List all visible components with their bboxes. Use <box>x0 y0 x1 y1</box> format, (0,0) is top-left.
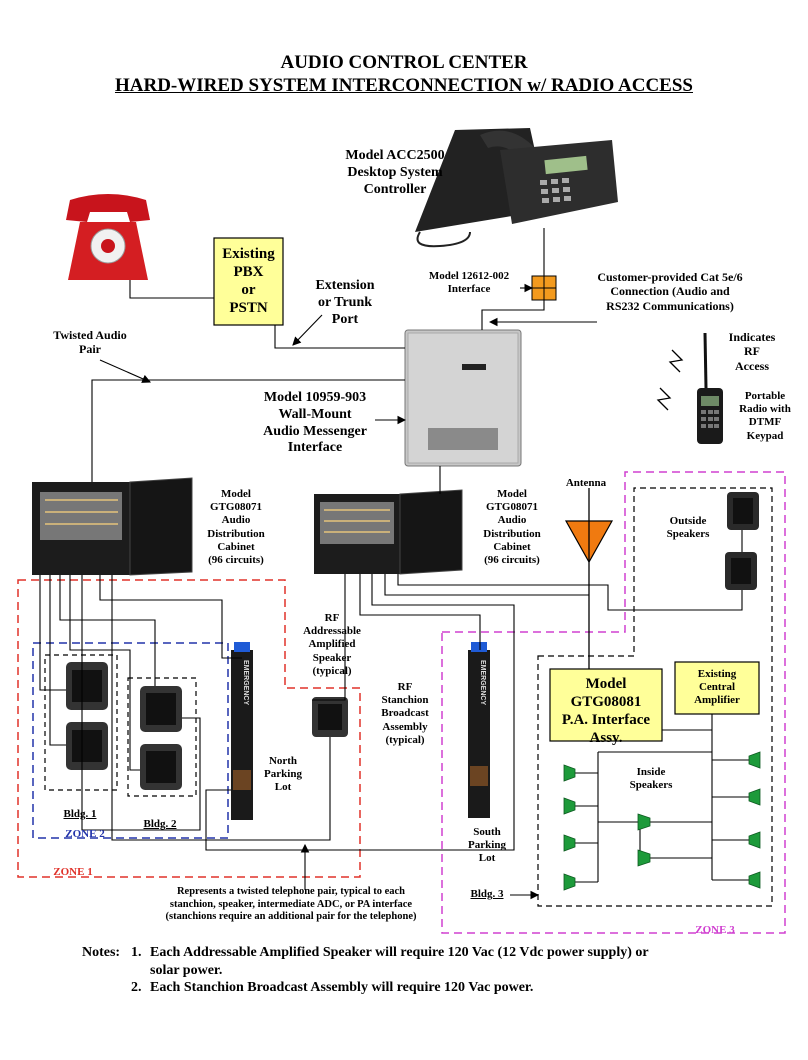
pa-interface-box <box>549 668 663 742</box>
rf-access-label: Indicates RF Access <box>728 330 776 373</box>
notes-label: Notes: <box>82 945 121 960</box>
rf-stanchion-label: RF Stanchion Broadcast Assembly (typical… <box>381 681 429 746</box>
interface-12612-label: Model 12612-002 Interface <box>428 270 510 296</box>
outside-speaker-icon <box>727 492 759 530</box>
diagram-title: AUDIO CONTROL CENTER <box>280 52 528 73</box>
building-speaker-icon <box>140 686 182 732</box>
bldg2-label: Bldg. 2 <box>143 818 177 830</box>
wall-mount-messenger-icon <box>404 329 522 467</box>
portable-radio-icon <box>697 332 723 444</box>
distribution-cabinet-1-icon <box>32 477 193 576</box>
zone1-label: ZONE 1 <box>53 866 93 878</box>
bldg3-boundary <box>537 487 773 907</box>
red-telephone-icon <box>66 194 150 280</box>
note-1-number: 1. <box>131 945 142 960</box>
central-amplifier-label: Existing Central Amplifier <box>694 668 740 707</box>
cabinet-1-label: Model GTG08071 Audio Distribution Cabine… <box>207 488 265 566</box>
twisted-pair-note: Represents a twisted telephone pair, typ… <box>165 886 417 923</box>
outside-speakers-label: Outside Speakers <box>666 515 710 541</box>
messenger-label: Model 10959-903 Wall-Mount Audio Messeng… <box>263 390 367 456</box>
inside-speaker-icon <box>563 751 761 891</box>
stanchion-north-text: EMERGENCY <box>242 660 249 706</box>
outside-speaker-icon <box>725 552 757 590</box>
bldg3-label: Bldg. 3 <box>470 888 504 900</box>
bldg1-label: Bldg. 1 <box>63 808 97 820</box>
note-2-number: 2. <box>131 980 142 995</box>
north-lot-label: North Parking Lot <box>264 755 302 794</box>
cat5-connection-label: Customer-provided Cat 5e/6 Connection (A… <box>597 270 743 313</box>
extension-port-label: Extension or Trunk Port <box>315 278 375 327</box>
antenna-label: Antenna <box>565 477 607 489</box>
bldg2-boundary <box>127 677 197 797</box>
zone3-boundary <box>441 471 786 934</box>
pbx-label: Existing PBX or PSTN <box>222 246 275 316</box>
rf-access-icon-2 <box>656 387 672 411</box>
distribution-cabinet-2-icon <box>314 489 463 575</box>
building-speaker-icon <box>140 744 182 790</box>
inside-speakers-label: Inside Speakers <box>629 766 673 792</box>
zone3-label: ZONE 3 <box>695 924 735 936</box>
zone2-label: ZONE 2 <box>65 828 105 840</box>
stanchion-north-icon <box>231 642 253 820</box>
central-amplifier-box <box>674 661 760 715</box>
note-2-text: Each Stanchion Broadcast Assembly will r… <box>150 980 534 995</box>
building-speaker-icon <box>66 722 108 770</box>
pbx-box <box>213 237 284 326</box>
pa-interface-label: Model GTG08081 P.A. Interface Assy. <box>561 676 651 746</box>
desktop-controller-icon <box>415 128 618 248</box>
note-1-text: Each Addressable Amplified Speaker will … <box>150 945 649 960</box>
stanchion-south-icon <box>468 642 490 818</box>
building-speaker-icon <box>66 662 108 710</box>
stanchion-south-text: EMERGENCY <box>479 660 486 706</box>
diagram-subtitle: HARD-WIRED SYSTEM INTERCONNECTION w/ RAD… <box>114 75 693 96</box>
cabinet-2-label: Model GTG08071 Audio Distribution Cabine… <box>483 488 541 566</box>
south-lot-label: South Parking Lot <box>468 826 506 865</box>
rf-speaker-label: RF Addressable Amplified Speaker (typica… <box>303 612 361 677</box>
controller-label: Model ACC2500 Desktop System Controller <box>345 148 445 197</box>
zone1-boundary <box>17 579 361 878</box>
rf-speaker-icon <box>312 697 348 737</box>
note-1-continuation: solar power. <box>150 963 223 978</box>
zone2-boundary <box>32 642 229 839</box>
bldg1-boundary <box>44 654 118 791</box>
portable-radio-label: Portable Radio with DTMF Keypad <box>739 390 791 442</box>
twisted-audio-pair-label: Twisted Audio Pair <box>53 328 127 357</box>
rf-access-icon <box>668 349 684 373</box>
